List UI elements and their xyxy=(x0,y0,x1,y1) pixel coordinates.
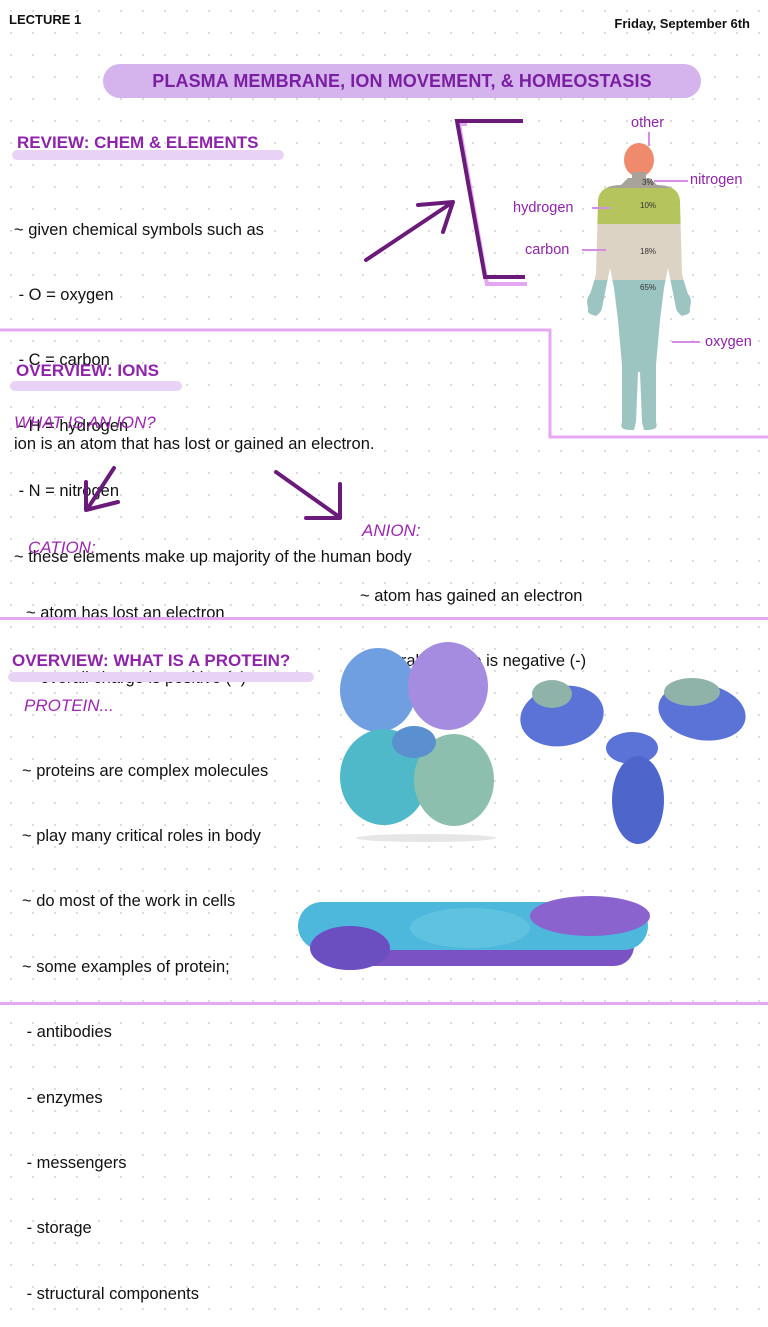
protein-line: - structural components xyxy=(22,1284,199,1303)
review-arrow-graphic xyxy=(364,119,527,286)
neck-shape xyxy=(632,172,646,182)
body-composition-figure: 3% 10% 18% 65% xyxy=(510,110,768,440)
label-carbon: carbon xyxy=(525,242,570,258)
oxygen-percent: 65% xyxy=(640,283,657,292)
anion-line: ~ atom has gained an electron xyxy=(360,586,583,605)
label-other: other xyxy=(631,115,665,131)
ions-heading-highlight xyxy=(10,381,182,391)
ions-heading: OVERVIEW: IONS xyxy=(16,361,159,380)
hydrogen-segment xyxy=(587,188,691,224)
lecture-date: Friday, September 6th xyxy=(614,16,750,31)
section-divider xyxy=(0,328,768,439)
protein-line: - storage xyxy=(22,1219,92,1238)
review-notes: ~ given chemical symbols such as - O = o… xyxy=(14,176,412,590)
section-divider xyxy=(0,1002,768,1005)
protein-line: - messengers xyxy=(22,1153,127,1172)
ion-arrows xyxy=(84,466,342,520)
left-hand xyxy=(587,294,603,316)
cation-title: CATION: xyxy=(28,538,96,557)
section-divider xyxy=(0,617,768,620)
review-line: ~ these elements make up majority of the… xyxy=(14,547,412,566)
anion-notes: ~ atom has gained an electron ~ overall … xyxy=(360,542,586,695)
arrow-icon xyxy=(364,200,455,262)
protein-line: - enzymes xyxy=(22,1088,103,1107)
enzyme-protein-image xyxy=(340,642,496,842)
lecture-label: LECTURE 1 xyxy=(9,12,82,27)
protein-line: ~ play many critical roles in body xyxy=(22,826,261,845)
cation-line: ~ atom has lost an electron xyxy=(26,603,225,622)
structural-protein-image xyxy=(298,896,650,970)
label-hydrogen: hydrogen xyxy=(513,200,574,216)
nitrogen-segment xyxy=(587,178,691,188)
hydrogen-percent: 10% xyxy=(640,201,657,210)
protein-line: ~ do most of the work in cells xyxy=(22,892,236,911)
label-nitrogen: nitrogen xyxy=(690,172,743,188)
carbon-segment xyxy=(587,224,691,280)
review-line: ~ given chemical symbols such as xyxy=(14,220,264,239)
page-title: PLASMA MEMBRANE, ION MOVEMENT, & HOMEOST… xyxy=(103,64,701,98)
ion-definition: ion is an atom that has lost or gained a… xyxy=(14,435,375,453)
antibody-protein-image xyxy=(520,678,746,844)
anion-title: ANION: xyxy=(362,521,421,540)
protein-heading-highlight xyxy=(8,672,314,682)
protein-line: ~ some examples of protein; xyxy=(22,957,230,976)
protein-heading: OVERVIEW: WHAT IS A PROTEIN? xyxy=(12,651,291,670)
protein-line: - antibodies xyxy=(22,1023,112,1042)
review-line: - C = carbon xyxy=(14,351,110,370)
review-heading-highlight xyxy=(12,150,284,160)
nitrogen-percent: 3% xyxy=(642,178,654,187)
ion-question: WHAT IS AN ION? xyxy=(14,413,156,432)
cation-notes: ~ atom has lost an electron ~ overall ch… xyxy=(26,559,246,712)
review-line: - O = oxygen xyxy=(14,285,114,304)
human-body-icon xyxy=(582,132,700,430)
arrow-down-right-icon xyxy=(274,470,342,520)
label-oxygen: oxygen xyxy=(705,334,752,350)
bracket xyxy=(454,119,525,279)
right-hand xyxy=(675,294,691,316)
arrow-down-left-icon xyxy=(84,466,120,512)
protein-line: ~ proteins are complex molecules xyxy=(22,761,269,780)
protein-notes: ~ proteins are complex molecules ~ play … xyxy=(22,717,268,1327)
review-line: - H = hydrogen xyxy=(14,416,129,435)
carbon-percent: 18% xyxy=(640,247,657,256)
protein-subtitle: PROTEIN... xyxy=(24,696,114,715)
review-heading: REVIEW: CHEM & ELEMENTS xyxy=(17,133,259,152)
head-shape xyxy=(624,143,654,177)
